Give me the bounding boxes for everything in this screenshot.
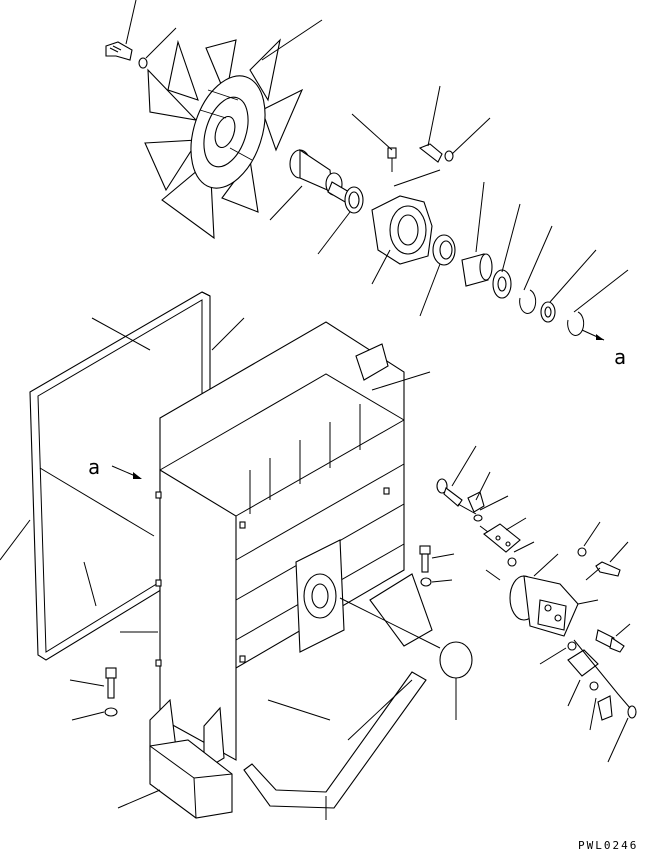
fan-bolt — [105, 41, 133, 61]
leader-lines-top — [125, 0, 629, 317]
hose-lines — [457, 503, 631, 709]
elbow-fitting — [467, 491, 485, 522]
hydraulic-motor — [509, 575, 579, 637]
fan — [144, 38, 304, 240]
leader-lines-middle — [69, 371, 457, 820]
drawing-number: PWL0246 — [578, 839, 638, 852]
relief-valve — [595, 629, 625, 653]
motor-bolt — [595, 561, 621, 577]
grease-fitting — [387, 147, 397, 172]
spacer-sleeve — [461, 253, 493, 287]
o-ring-3 — [589, 681, 599, 691]
rubber-block — [149, 739, 233, 819]
hose-fitting-top — [436, 478, 463, 507]
seal-strip — [243, 671, 427, 809]
fan-washer — [138, 57, 148, 69]
elbow-fitting-2 — [597, 695, 613, 721]
o-ring-1 — [507, 557, 517, 567]
leader-lines-frame — [0, 317, 245, 607]
direction-arrow-right — [581, 329, 605, 341]
mount-washer — [104, 707, 118, 717]
radiator-shroud — [149, 321, 433, 771]
cover-plate — [439, 641, 473, 679]
mount-bolt — [105, 667, 117, 699]
snap-ring — [519, 289, 537, 314]
direction-arrow-left — [111, 465, 142, 479]
housing-washer — [444, 150, 454, 162]
bearing-2 — [492, 269, 512, 299]
housing-bolt — [418, 143, 443, 163]
view-label-right: a — [614, 345, 626, 369]
block-fitting — [483, 523, 521, 553]
snap-ring-2 — [567, 311, 585, 336]
washer-2 — [577, 547, 587, 557]
seal-ring — [344, 186, 364, 214]
guard-bolt — [419, 545, 431, 573]
fan-bracket-housing — [371, 195, 433, 265]
o-ring-2 — [567, 641, 577, 651]
hose-fitting-bottom — [627, 705, 637, 719]
guard-washer — [420, 577, 432, 587]
bearing — [432, 234, 456, 266]
leader-lines-right — [451, 445, 631, 763]
connector-block — [567, 649, 599, 677]
view-label-left: a — [88, 455, 100, 479]
spacer-ring — [540, 301, 556, 323]
